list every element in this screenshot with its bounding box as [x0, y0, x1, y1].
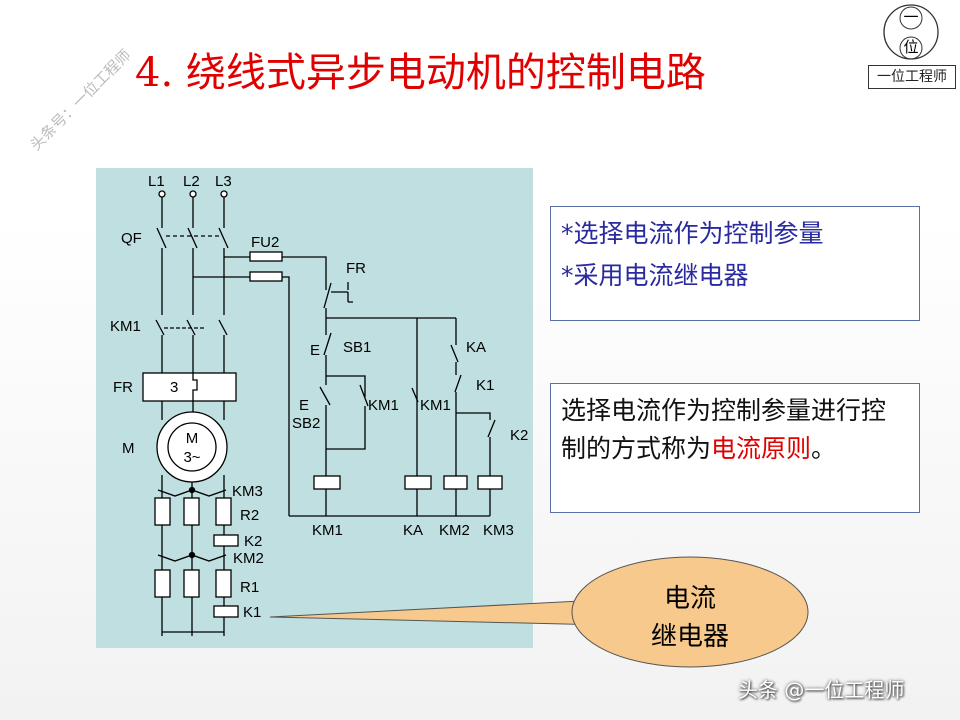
label-SB1: SB1 — [343, 339, 371, 356]
coil-label-KM2: KM2 — [439, 522, 470, 539]
motor-label-M: M — [186, 430, 199, 447]
label-KM1-hold: KM1 — [368, 397, 399, 414]
logo-text: 一位工程师 — [868, 65, 956, 89]
label-FR-num: 3 — [170, 379, 178, 396]
coil-label-KA: KA — [403, 522, 423, 539]
label-L1: L1 — [148, 173, 165, 190]
svg-text:一: 一 — [903, 9, 918, 26]
slide-title: 4. 绕线式异步电动机的控制电路 — [135, 50, 706, 96]
logo-emblem: 一 位 — [883, 4, 939, 60]
coil-label-KM1: KM1 — [312, 522, 343, 539]
label-KM1-main: KM1 — [110, 318, 141, 335]
label-K1-contact: K1 — [476, 377, 494, 394]
coil-label-KM3: KM3 — [483, 522, 514, 539]
label-R1: R1 — [240, 579, 259, 596]
label-FR-contact: FR — [346, 260, 366, 277]
label-KM2: KM2 — [233, 550, 264, 567]
label-FR-block: FR — [113, 379, 133, 396]
svg-text:位: 位 — [903, 39, 918, 56]
label-E1: E — [310, 342, 320, 359]
label-SB2: SB2 — [292, 415, 320, 432]
callout-line: 电流 — [663, 584, 716, 614]
label-K2-relay: K2 — [244, 533, 262, 550]
label-KM3: KM3 — [232, 483, 263, 500]
label-KM1-nc: KM1 — [420, 397, 451, 414]
label-KA-contact: KA — [466, 339, 486, 356]
label-L3: L3 — [215, 173, 232, 190]
definition-end: 。 — [811, 434, 837, 463]
key-points-box: *选择电流作为控制参量 *采用电流继电器 — [550, 206, 920, 321]
label-M: M — [122, 440, 135, 457]
definition-highlight: 电流原则 — [711, 434, 812, 463]
definition-box: 选择电流作为控制参量进行控制的方式称为电流原则。 — [550, 383, 920, 513]
label-FU2: FU2 — [251, 234, 279, 251]
diagram-panel — [96, 168, 533, 648]
definition-text: 选择电流作为控制参量进行控制的方式称为 — [561, 396, 887, 463]
callout-text: 电流 继电器 — [600, 580, 780, 656]
label-R2: R2 — [240, 507, 259, 524]
callout-pointer — [269, 599, 606, 626]
label-L2: L2 — [183, 173, 200, 190]
key-point: *采用电流继电器 — [561, 261, 749, 290]
footer-watermark: 头条 @一位工程师 — [738, 678, 905, 702]
label-K1-relay: K1 — [243, 604, 261, 621]
label-QF: QF — [121, 230, 142, 247]
motor-label-3phase: 3~ — [183, 449, 200, 466]
label-E2: E — [299, 397, 309, 414]
key-point: *选择电流作为控制参量 — [561, 219, 824, 248]
callout-line: 继电器 — [650, 622, 729, 652]
label-K2-contact: K2 — [510, 427, 528, 444]
callout-bubble — [571, 556, 809, 668]
